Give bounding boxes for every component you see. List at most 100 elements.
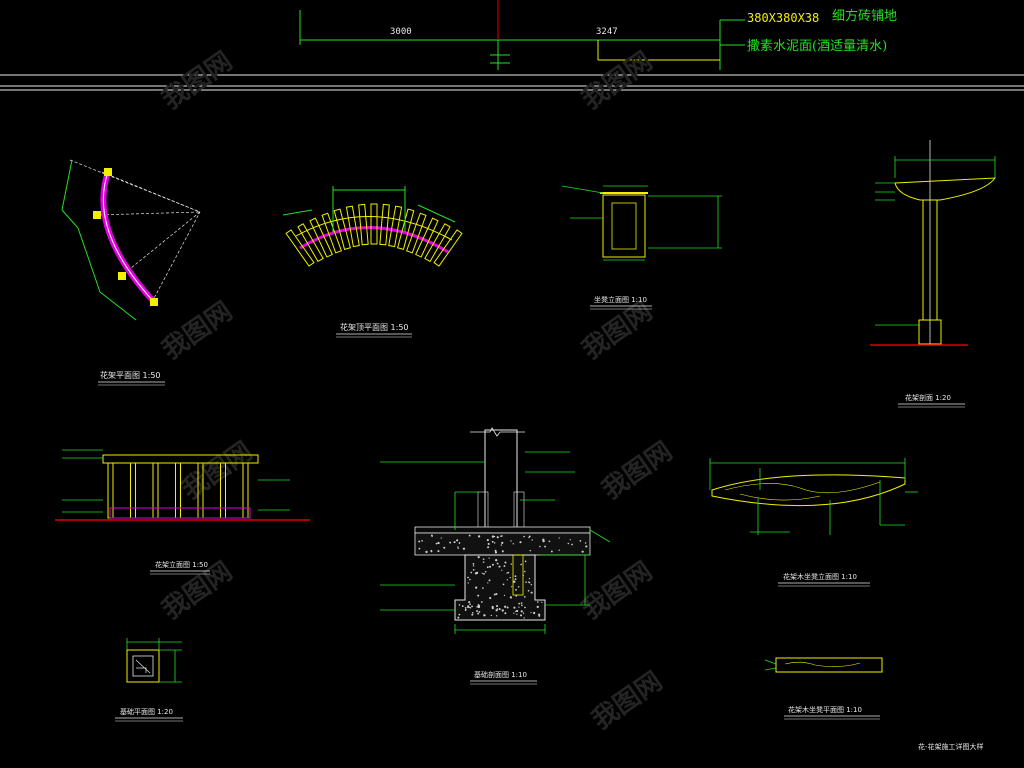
beam-detail-title: 坐凳立面图 1:10 <box>594 295 647 304</box>
gravel-dot <box>510 540 512 542</box>
gravel-dot <box>467 576 469 579</box>
gravel-dot <box>475 571 479 575</box>
gravel-dot <box>493 593 496 596</box>
gravel-dot <box>506 579 508 581</box>
gravel-dot <box>494 549 497 552</box>
gravel-dot <box>468 534 471 537</box>
gravel-dot <box>487 542 490 545</box>
rafter-beam <box>424 223 451 263</box>
gravel-dot <box>491 540 494 543</box>
gravel-dot <box>482 561 485 563</box>
gravel-dot <box>489 596 492 600</box>
gravel-dot <box>498 565 501 568</box>
footing-section-title: 基础剖面图 1:10 <box>474 670 527 679</box>
gravel-dot <box>507 571 510 574</box>
gravel-dot <box>536 605 539 608</box>
rafter-beam <box>333 208 351 250</box>
gravel-dot <box>558 549 560 551</box>
watermark-group: 我图网 我图网 我图网 我图网 我图网 我图网 我图网 我图网 我图网 <box>157 46 678 735</box>
gravel-dot <box>528 536 530 539</box>
rafter-beam <box>285 229 315 267</box>
gravel-dot <box>478 610 481 613</box>
gravel-dot <box>504 561 507 564</box>
gravel-dot <box>519 614 523 617</box>
gravel-dot <box>513 580 516 583</box>
watermark-2: 我图网 <box>577 46 658 115</box>
gravel-dot <box>472 565 475 567</box>
top-dim-b: 3247 <box>596 27 618 37</box>
gravel-dot <box>440 537 442 539</box>
gravel-dot <box>421 540 423 542</box>
gravel-dot <box>458 542 461 544</box>
gravel-dot <box>486 539 489 542</box>
gravel-dot <box>418 547 421 550</box>
gravel-dot <box>471 613 474 616</box>
gravel-dot <box>467 582 469 584</box>
gravel-dot <box>480 601 483 603</box>
gravel-dot <box>493 542 496 544</box>
gravel-dot <box>515 594 518 597</box>
gravel-dot <box>515 588 517 591</box>
gravel-dot <box>530 583 533 586</box>
gravel-dot <box>501 550 504 553</box>
gravel-dot <box>487 582 489 584</box>
gravel-dot <box>518 606 520 608</box>
gravel-dot <box>443 546 446 549</box>
gravel-dot <box>528 577 531 580</box>
roof-plan-title: 花架顶平面图 1:50 <box>340 322 409 332</box>
gravel-dot <box>494 551 498 554</box>
gravel-dot <box>490 614 492 617</box>
gravel-dot <box>476 610 479 613</box>
gravel-dot <box>496 608 499 610</box>
gravel-dot <box>509 596 513 599</box>
gravel-dot <box>504 612 507 615</box>
gravel-dot <box>537 613 541 616</box>
gravel-dot <box>430 550 433 553</box>
watermark-3: 我图网 <box>157 296 238 365</box>
column-section-title: 花架剖面 1:20 <box>905 393 951 402</box>
watermark-6: 我图网 <box>577 556 658 625</box>
top-dimension-block <box>299 0 745 70</box>
rafter-beam <box>358 203 369 246</box>
gravel-dot <box>470 571 473 574</box>
gravel-dot <box>496 615 498 617</box>
gravel-dot <box>477 603 480 606</box>
gravel-dot <box>528 581 530 583</box>
gravel-dot <box>477 612 480 615</box>
gravel-dot <box>579 539 582 542</box>
gravel-dot <box>488 557 490 559</box>
gravel-dot <box>468 606 470 609</box>
gravel-dot <box>581 550 584 553</box>
sheet-border-lines <box>0 74 1024 91</box>
elevation-drawing <box>55 449 310 521</box>
gravel-dot <box>462 547 466 550</box>
legend-paving-label: 细方砖铺地 <box>832 8 897 24</box>
rafter-beam <box>297 223 324 263</box>
rafter-beam <box>345 205 360 248</box>
elevation-column <box>130 462 136 519</box>
gravel-dot <box>550 550 553 553</box>
plan-arc-drawing <box>61 159 201 321</box>
gravel-dot <box>509 576 511 579</box>
gravel-dot <box>466 606 469 608</box>
watermark-1: 我图网 <box>157 46 238 115</box>
gravel-dot <box>477 556 480 559</box>
gravel-dot <box>503 594 506 596</box>
gravel-dot <box>514 575 517 578</box>
gravel-dot <box>524 570 526 573</box>
gravel-dot <box>488 579 491 582</box>
gravel-dot <box>457 616 460 619</box>
gravel-dot <box>500 544 503 546</box>
roof-plan-drawing <box>282 186 463 267</box>
gravel-dot <box>458 604 461 606</box>
gravel-dot <box>523 535 525 538</box>
gravel-dot <box>506 572 508 574</box>
rafter-beam <box>321 212 343 254</box>
gravel-dot <box>418 540 421 543</box>
bench-section-title: 花架木坐凳立面图 1:10 <box>783 572 857 581</box>
gravel-dot <box>523 595 526 598</box>
gravel-dot <box>558 537 560 539</box>
rafter-beam <box>415 217 439 258</box>
gravel-dot <box>483 614 486 617</box>
gravel-dot <box>520 602 523 604</box>
